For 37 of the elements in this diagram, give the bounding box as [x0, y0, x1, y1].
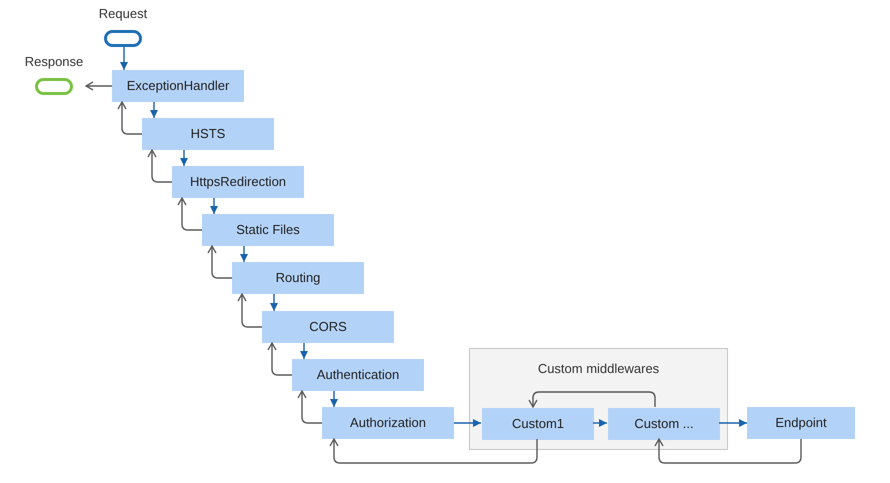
- group-title: Custom middlewares: [536, 360, 660, 378]
- arrow: [120, 47, 128, 70]
- middleware-box: ExceptionHandler: [112, 70, 244, 102]
- arrow: [147, 149, 172, 183]
- middleware-box: Endpoint: [747, 407, 855, 439]
- arrow: [177, 197, 202, 231]
- arrow: [237, 293, 262, 328]
- arrow: [150, 102, 158, 118]
- middleware-box: HSTS: [142, 118, 274, 150]
- arrow: [329, 438, 538, 464]
- terminal-label: Response: [24, 54, 84, 70]
- arrow: [117, 101, 142, 135]
- middleware-box: Authorization: [322, 407, 454, 439]
- arrow: [719, 419, 747, 427]
- arrow: [300, 343, 308, 359]
- arrow: [654, 438, 802, 464]
- arrow: [528, 391, 656, 408]
- middleware-box: HttpsRedirection: [172, 166, 304, 198]
- arrow: [330, 391, 338, 407]
- terminal-label: Request: [98, 6, 148, 22]
- middleware-box: Routing: [232, 262, 364, 294]
- arrow: [207, 245, 232, 279]
- arrow: [270, 294, 278, 311]
- arrow: [454, 419, 481, 427]
- middleware-box: Static Files: [202, 214, 334, 246]
- group-panel: [469, 348, 728, 450]
- middleware-box: CORS: [262, 311, 394, 343]
- middleware-box: Custom1: [482, 408, 594, 440]
- arrow: [297, 390, 322, 424]
- arrow: [593, 419, 607, 427]
- arrow: [180, 150, 188, 166]
- arrow: [210, 198, 218, 214]
- middleware-box: Custom ...: [608, 408, 720, 440]
- arrow: [85, 81, 112, 91]
- arrow: [267, 342, 292, 376]
- middleware-box: Authentication: [292, 359, 424, 391]
- arrow: [240, 246, 248, 262]
